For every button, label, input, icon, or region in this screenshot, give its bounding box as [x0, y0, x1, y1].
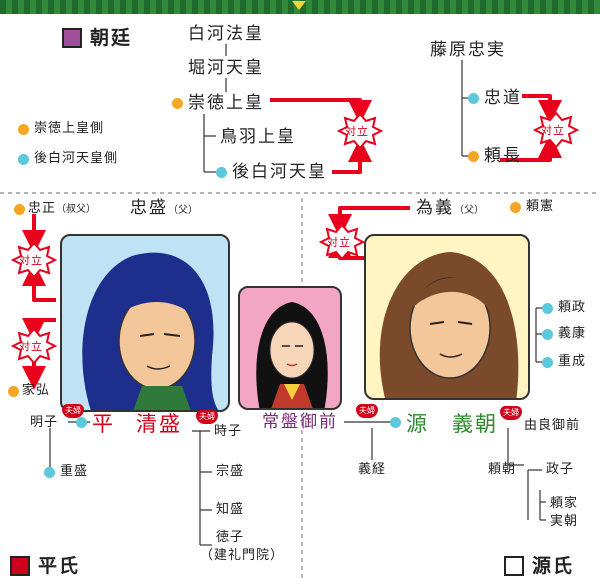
tokiwa-portrait: [238, 286, 342, 410]
minamoto-legend-label: 源氏: [532, 555, 575, 577]
yorinaga-dot: [468, 151, 479, 162]
sutoku-side-label: 崇徳上皇側: [34, 121, 105, 136]
yoshiyasu-dot: [542, 329, 553, 340]
name-tokiko: 時子: [214, 424, 243, 439]
shigemori-dot: [44, 467, 55, 478]
kiyomori-given-name: 清盛: [136, 412, 182, 436]
conflict-label-minamoto: 対立: [327, 236, 351, 249]
name-tadamichi: 忠道: [484, 88, 522, 108]
yoshitomo-given-name: 義朝: [452, 412, 498, 436]
top-border: [0, 0, 600, 14]
tadamichi-dot: [468, 93, 479, 104]
name-kenreimonin: （建礼門院）: [200, 548, 285, 563]
yorikata-dot: [510, 202, 521, 213]
sutoku-dot: [172, 98, 183, 109]
goshirakawa-dot: [216, 167, 227, 178]
name-yoriie: 頼家: [550, 496, 579, 511]
yoshitomo-dot: [390, 417, 401, 428]
akiko-dot: [76, 417, 87, 428]
spouse-badge-tokiwa: 夫婦: [356, 404, 378, 418]
court-legend-square: [62, 28, 82, 48]
name-sanetomo: 実朝: [550, 514, 579, 529]
yoshitomo-family-name: 源: [406, 412, 429, 436]
conflict-label-court: 対立: [345, 125, 369, 138]
name-yura: 由良御前: [524, 418, 581, 433]
name-sutoku: 崇徳上皇: [188, 93, 264, 113]
name-goshirakawa: 後白河天皇: [232, 162, 327, 182]
name-tadamori: 忠盛（父）: [130, 198, 198, 218]
name-iehiro: 家弘: [22, 383, 51, 398]
court-legend-label: 朝廷: [90, 27, 133, 49]
yorimasa-dot: [542, 303, 553, 314]
sutoku-side-dot: [18, 124, 29, 135]
shigenari-dot: [542, 357, 553, 368]
name-tokuko: 徳子: [216, 530, 245, 545]
name-yoshitsune: 義経: [358, 462, 387, 477]
name-shigenari: 重成: [558, 354, 587, 369]
name-yorikata: 頼憲: [526, 199, 555, 214]
name-tokiwa: 常盤御前: [262, 412, 338, 432]
name-tomomori: 知盛: [216, 502, 245, 517]
name-yoshiyasu: 義康: [558, 326, 587, 341]
name-tadazane: 藤原忠実: [430, 40, 506, 60]
name-tadamasa: 忠正（叔父）: [28, 201, 97, 216]
kiyomori-family-name: 平: [92, 412, 115, 436]
spouse-badge-akiko: 夫婦: [62, 404, 84, 418]
goshirakawa-side-dot: [18, 154, 29, 165]
name-shigemori: 重盛: [60, 464, 89, 479]
iehiro-dot: [8, 386, 19, 397]
minamoto-legend-square: [504, 556, 524, 576]
goshirakawa-side-label: 後白河天皇側: [34, 151, 119, 166]
kiyomori-portrait: [60, 234, 230, 412]
name-horikawa: 堀河天皇: [188, 58, 264, 78]
name-yoritomo: 頼朝: [488, 462, 517, 477]
name-yorimasa: 頼政: [558, 300, 587, 315]
name-munemori: 宗盛: [216, 464, 245, 479]
taira-legend-label: 平氏: [38, 555, 81, 577]
taira-legend-square: [10, 556, 30, 576]
yoshitomo-portrait: [364, 234, 530, 400]
name-toba: 鳥羽上皇: [220, 127, 296, 147]
name-akiko: 明子: [30, 415, 59, 430]
top-marker: [292, 1, 306, 10]
spouse-badge-yura: 夫婦: [500, 406, 522, 420]
spouse-badge-tokiko: 夫婦: [196, 410, 218, 424]
conflict-label-taira-2: 対立: [19, 340, 43, 353]
name-tameyoshi: 為義（父）: [416, 198, 484, 218]
name-yorinaga: 頼長: [484, 146, 522, 166]
conflict-label-taira-1: 対立: [19, 254, 43, 267]
name-masako: 政子: [546, 462, 575, 477]
tadamasa-dot: [14, 204, 25, 215]
name-shirakawa: 白河法皇: [188, 24, 264, 44]
conflict-label-fujiwara: 対立: [541, 124, 565, 137]
